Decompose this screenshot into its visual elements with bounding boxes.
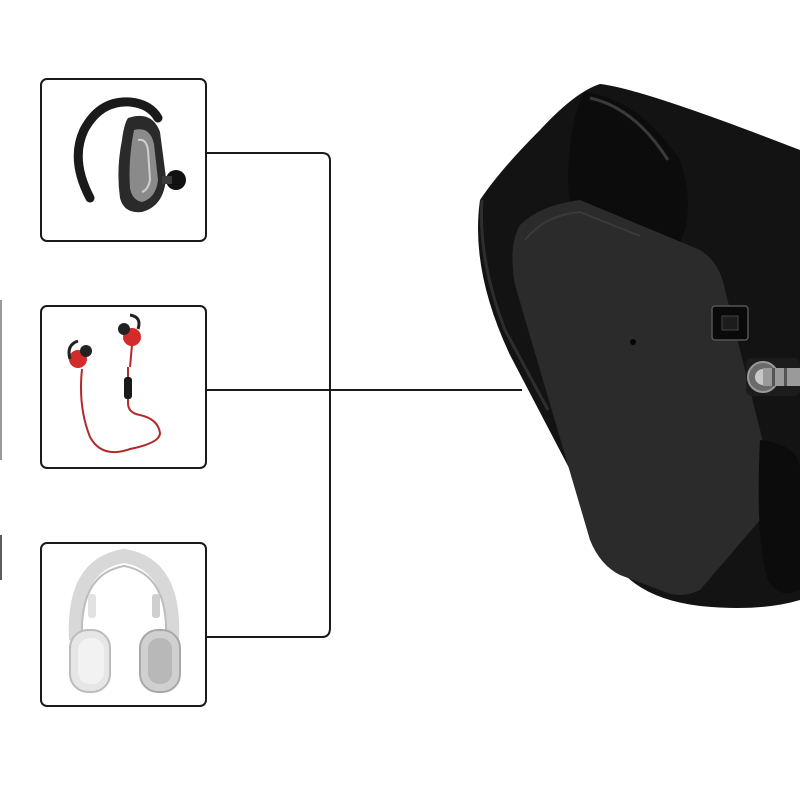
audio-jack (746, 358, 800, 396)
bluetooth-earpiece-icon (73, 97, 186, 213)
over-ear-headphones-icon (68, 548, 181, 693)
optical-port (711, 305, 749, 341)
edge-mark (0, 535, 2, 580)
bluetooth-earpiece-frame (40, 78, 207, 242)
bluetooth-adapter (478, 84, 800, 608)
over-ear-headphones-frame (40, 542, 207, 707)
sport-earphones-icon (67, 313, 162, 453)
edge-mark (0, 300, 2, 460)
sport-earphones-frame (40, 305, 207, 469)
connector-lines (207, 152, 522, 638)
